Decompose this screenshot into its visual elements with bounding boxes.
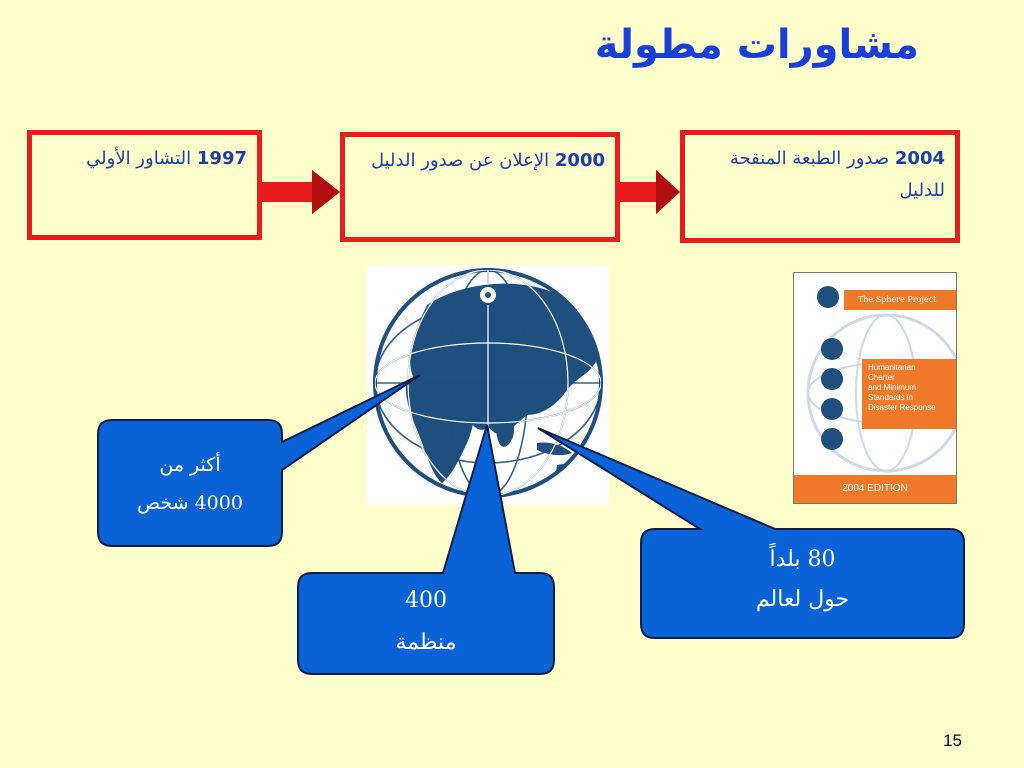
callout-line: حول لعالم xyxy=(755,587,850,612)
callout-line: 4000 شخص xyxy=(137,492,243,514)
callout-line: أكثر من xyxy=(159,454,221,476)
book-title-line: Charter xyxy=(868,373,895,382)
page-number: 15 xyxy=(943,731,962,750)
timeline-box-2000: 2000 الإعلان عن صدور الدليل xyxy=(340,132,620,242)
timeline-year: 2000 xyxy=(554,150,605,171)
callout-organizations-text: 400 منظمة xyxy=(300,580,552,664)
sphere-handbook-cover: The Sphere Project Humanitarian Charter … xyxy=(793,272,957,504)
book-shelter-icon xyxy=(821,398,843,420)
book-logo-icon xyxy=(817,286,839,308)
book-edition: 2004 EDITION xyxy=(842,483,908,494)
timeline-box-1997: 1997 التشاور الأولي xyxy=(27,130,262,240)
book-title-line: Standards in xyxy=(868,393,913,402)
slide-title: مشاورات مطولة xyxy=(594,22,919,68)
callout-line: 400 xyxy=(405,588,447,613)
timeline-year: 1997 xyxy=(196,148,247,169)
timeline-arrow-2 xyxy=(620,170,680,214)
timeline-text: صدور الطبعة المنقحة للدليل xyxy=(729,148,945,201)
book-food-icon xyxy=(821,368,843,390)
book-water-icon xyxy=(821,338,843,360)
callout-people-text: أكثر من 4000 شخص xyxy=(100,446,280,522)
timeline-arrow-1 xyxy=(262,170,340,214)
callout-people xyxy=(97,374,421,547)
callout-countries-text: 80 بلداً حول لعالم xyxy=(643,540,962,620)
book-publisher: The Sphere Project xyxy=(844,290,956,310)
callout-line: 80 بلداً xyxy=(769,547,836,572)
book-globe-watermark xyxy=(806,286,956,473)
callout-organizations xyxy=(297,424,555,675)
book-title-line: and Minimum xyxy=(868,383,917,392)
callout-countries xyxy=(537,427,965,639)
timeline-box-2004: 2004 صدور الطبعة المنقحة للدليل xyxy=(680,130,960,243)
book-title-line: Humanitarian xyxy=(868,363,916,372)
timeline-text: التشاور الأولي xyxy=(86,148,192,169)
book-title-line: Disaster Response xyxy=(868,403,936,412)
book-health-icon xyxy=(821,428,843,450)
timeline-text: الإعلان عن صدور الدليل xyxy=(370,150,550,171)
timeline-year: 2004 xyxy=(894,148,945,169)
book-title: Humanitarian Charter and Minimum Standar… xyxy=(862,359,956,429)
callout-line: منظمة xyxy=(395,630,457,655)
